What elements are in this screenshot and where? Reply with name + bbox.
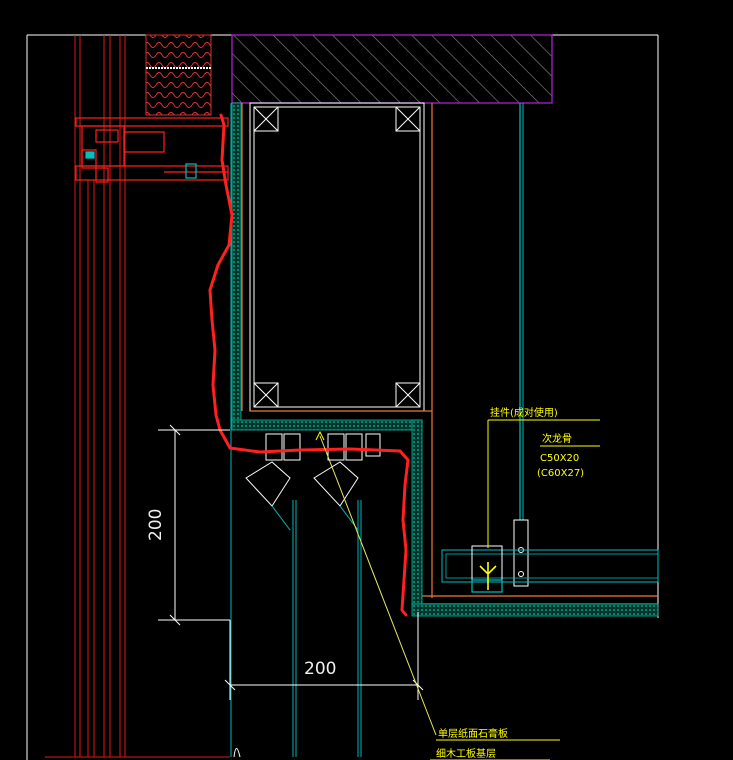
horizontal-dimension: [224, 612, 424, 700]
keel-spec-2: (C60X27): [537, 468, 584, 479]
timber-box-frame: [249, 102, 425, 412]
vertical-dimension: [158, 424, 230, 626]
bottom-marker: [233, 748, 241, 758]
wood-base-board-lines: [241, 103, 658, 605]
keel-spec-1: C50X20: [540, 453, 579, 464]
concrete-slab: [231, 34, 553, 104]
light-fixtures: [245, 433, 381, 531]
gypsum-board-label: 单层纸面石膏板: [438, 727, 508, 740]
secondary-keel-label: 次龙骨: [542, 432, 572, 445]
wood-base-label: 细木工板基层: [436, 747, 496, 760]
leader-lines: [315, 419, 600, 760]
insulation-block: [145, 34, 212, 116]
drawing-frame: [26, 34, 659, 760]
gypsum-board-layer: [231, 102, 659, 617]
window-frame-profile: [75, 117, 229, 183]
hanger-label: 挂件(成对使用): [490, 406, 558, 419]
horizontal-dimension-text: 200: [304, 659, 336, 679]
curtain-wall-mullions: [45, 35, 230, 758]
vertical-dimension-text: 200: [146, 509, 166, 541]
hanger-assembly: [441, 103, 659, 593]
